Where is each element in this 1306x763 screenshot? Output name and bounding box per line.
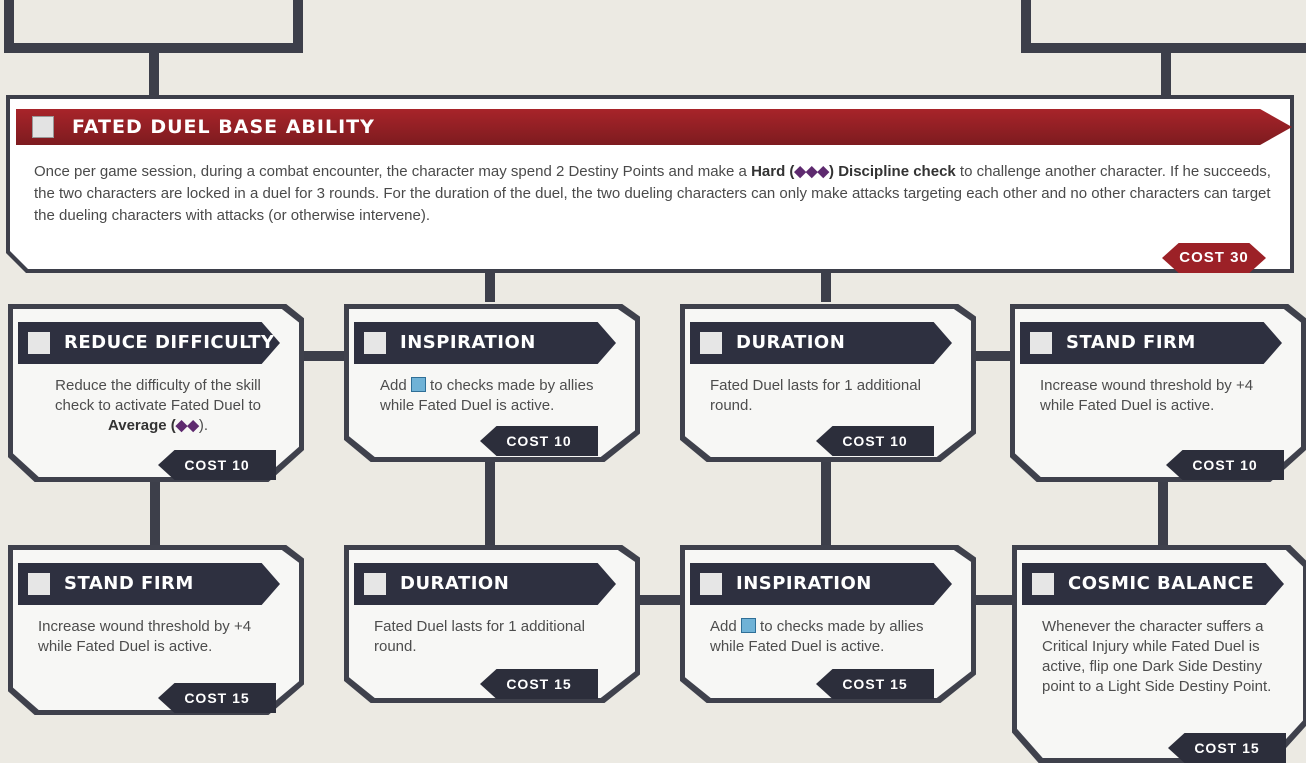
card-header: INSPIRATION bbox=[354, 322, 616, 364]
talent-card-inspiration-2[interactable]: INSPIRATION Add to checks made by allies… bbox=[680, 545, 976, 703]
card-text-part2: to checks made by allies while Fated Due… bbox=[380, 377, 594, 414]
talent-card-stand-firm-1[interactable]: STAND FIRM Increase wound threshold by +… bbox=[1010, 304, 1306, 482]
base-check-difficulty: Hard ( bbox=[751, 163, 795, 180]
talent-checkbox[interactable] bbox=[700, 573, 722, 595]
talent-checkbox[interactable] bbox=[364, 573, 386, 595]
card-text: Increase wound threshold by +4 while Fat… bbox=[38, 618, 252, 655]
card-title: STAND FIRM bbox=[64, 573, 194, 594]
card-title: INSPIRATION bbox=[400, 332, 536, 353]
card-cost: COST 10 bbox=[1166, 450, 1284, 480]
talent-card-duration-2[interactable]: DURATION Fated Duel lasts for 1 addition… bbox=[344, 545, 640, 703]
card-title: INSPIRATION bbox=[736, 573, 872, 594]
card-cost: COST 15 bbox=[816, 669, 934, 699]
talent-checkbox[interactable] bbox=[28, 573, 50, 595]
card-text: Fated Duel lasts for 1 additional round. bbox=[710, 377, 921, 414]
card-text-part2: to checks made by allies while Fated Due… bbox=[710, 618, 924, 655]
card-title: REDUCE DIFFICULTY bbox=[64, 332, 275, 353]
card-text: Add to checks made by allies while Fated… bbox=[710, 617, 950, 657]
card-text: Fated Duel lasts for 1 additional round. bbox=[374, 618, 585, 655]
card-header: DURATION bbox=[690, 322, 952, 364]
base-ability-description: Once per game session, during a combat e… bbox=[34, 161, 1274, 227]
card-cost: COST 15 bbox=[480, 669, 598, 699]
card-cost: COST 10 bbox=[158, 450, 276, 480]
base-ability-title: FATED DUEL BASE ABILITY bbox=[72, 116, 375, 138]
top-left-bracket bbox=[4, 0, 303, 53]
base-desc-part1: Once per game session, during a combat e… bbox=[34, 163, 752, 180]
card-title: DURATION bbox=[736, 332, 846, 353]
base-check-name: ) Discipline check bbox=[829, 163, 956, 180]
card-header: DURATION bbox=[354, 563, 616, 605]
talent-card-cosmic-balance[interactable]: COSMIC BALANCE Whenever the character su… bbox=[1012, 545, 1306, 763]
talent-card-duration-1[interactable]: DURATION Fated Duel lasts for 1 addition… bbox=[680, 304, 976, 462]
card-cost: COST 15 bbox=[1168, 733, 1286, 763]
card-text: Whenever the character suffers a Critica… bbox=[1042, 618, 1272, 695]
boost-die-icon bbox=[410, 377, 426, 392]
talent-card-stand-firm-2[interactable]: STAND FIRM Increase wound threshold by +… bbox=[8, 545, 304, 715]
base-desc-part2: to challenge another character. If he su… bbox=[34, 163, 1271, 224]
base-ability-cost: COST 30 bbox=[1162, 243, 1266, 273]
card-text: Reduce the difficulty of the skill check… bbox=[38, 376, 278, 436]
card-text-part2: ). bbox=[198, 417, 209, 434]
card-header: COSMIC BALANCE bbox=[1022, 563, 1284, 605]
card-text-part1: Add bbox=[380, 377, 411, 394]
boost-die-icon bbox=[740, 618, 756, 633]
card-text: Add to checks made by allies while Fated… bbox=[380, 376, 620, 416]
card-header: REDUCE DIFFICULTY bbox=[18, 322, 280, 364]
top-right-bracket bbox=[1021, 0, 1306, 53]
talent-checkbox[interactable] bbox=[700, 332, 722, 354]
base-ability-panel: FATED DUEL BASE ABILITY Once per game se… bbox=[6, 95, 1294, 273]
card-cost: COST 15 bbox=[158, 683, 276, 713]
card-text-part1: Add bbox=[710, 618, 741, 635]
card-title: STAND FIRM bbox=[1066, 332, 1196, 353]
difficulty-dice-icon: ◆◆◆ bbox=[794, 163, 830, 180]
talent-card-inspiration-1[interactable]: INSPIRATION Add to checks made by allies… bbox=[344, 304, 640, 462]
talent-card-reduce-difficulty[interactable]: REDUCE DIFFICULTY Reduce the difficulty … bbox=[8, 304, 304, 482]
card-header: STAND FIRM bbox=[1020, 322, 1282, 364]
card-title: COSMIC BALANCE bbox=[1068, 573, 1255, 594]
talent-checkbox[interactable] bbox=[1030, 332, 1052, 354]
difficulty-dice-icon: ◆◆ bbox=[175, 417, 199, 434]
base-ability-checkbox[interactable] bbox=[32, 116, 54, 138]
card-cost: COST 10 bbox=[480, 426, 598, 456]
card-header: INSPIRATION bbox=[690, 563, 952, 605]
card-header: STAND FIRM bbox=[18, 563, 280, 605]
card-text-bold: Average ( bbox=[107, 417, 176, 434]
talent-checkbox[interactable] bbox=[28, 332, 50, 354]
card-text: Increase wound threshold by +4 while Fat… bbox=[1040, 377, 1254, 414]
talent-checkbox[interactable] bbox=[364, 332, 386, 354]
card-text-part1: Reduce the difficulty of the skill check… bbox=[55, 377, 261, 414]
base-ability-banner: FATED DUEL BASE ABILITY bbox=[16, 109, 1292, 145]
card-title: DURATION bbox=[400, 573, 510, 594]
talent-checkbox[interactable] bbox=[1032, 573, 1054, 595]
card-cost: COST 10 bbox=[816, 426, 934, 456]
